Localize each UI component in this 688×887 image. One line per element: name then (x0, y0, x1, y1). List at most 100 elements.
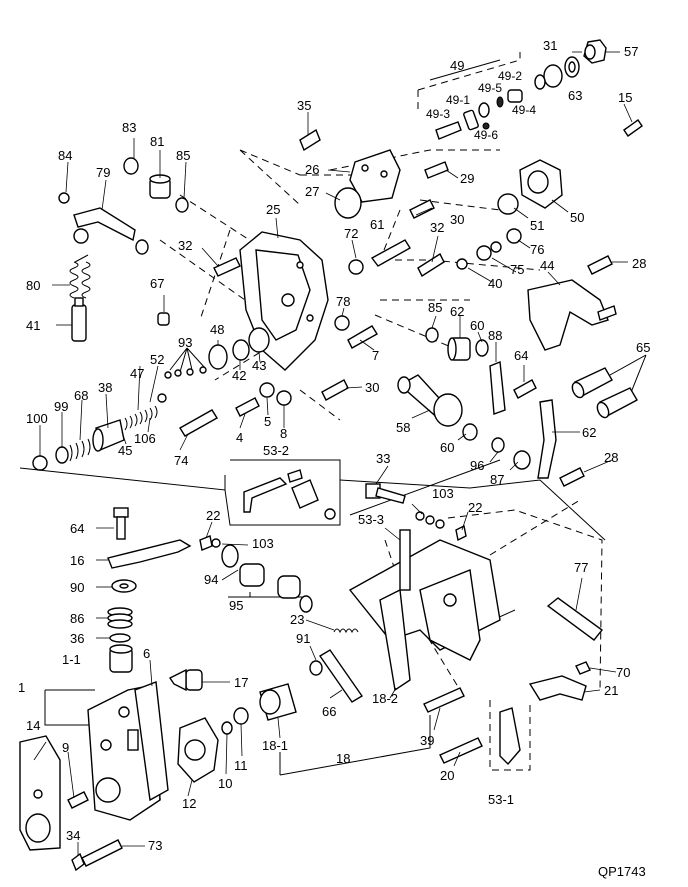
part-34-bolt (71, 852, 85, 872)
part-65-cylinders (571, 367, 638, 419)
part-32-bolt (213, 257, 241, 277)
callout-41: 41 (26, 318, 40, 333)
callout-18-1: 18-1 (262, 738, 288, 753)
part-73-bolt (81, 839, 123, 867)
part-42-bushing (232, 339, 250, 361)
callout-62-upper: 62 (450, 304, 464, 319)
part-12-cam (177, 717, 219, 783)
parts (19, 39, 643, 872)
callout-10: 10 (218, 776, 232, 791)
part-72-nut (348, 259, 364, 275)
callout-52: 52 (150, 352, 164, 367)
callout-77: 77 (574, 560, 588, 575)
part-51-oring (497, 193, 519, 215)
part-30-bolt-lower (321, 379, 349, 401)
part-15-bolt (623, 119, 643, 137)
part-94-95-bushings (221, 544, 313, 613)
part-78-bushing (334, 315, 350, 331)
part-62-lever (537, 399, 557, 479)
part-18-lever-assembly (348, 529, 501, 692)
part-44-bracket (527, 279, 617, 351)
callout-23: 23 (290, 612, 304, 627)
callout-30-lower: 30 (365, 380, 379, 395)
callout-68: 68 (74, 388, 88, 403)
part-93-balls (164, 366, 207, 379)
part-85-oring (175, 197, 189, 213)
callout-21: 21 (604, 683, 618, 698)
callout-78: 78 (336, 294, 350, 309)
part-62-bushing (447, 337, 471, 361)
callout-49: 49 (450, 58, 464, 73)
part-38-spring-assembly (32, 393, 167, 471)
part-7-bolt (347, 325, 378, 349)
callout-79: 79 (96, 165, 110, 180)
part-91-washer (309, 660, 323, 676)
part-87-washer (513, 450, 531, 470)
callout-34: 34 (66, 828, 80, 843)
callout-11: 11 (234, 758, 248, 773)
part-88-plate (489, 361, 506, 415)
part-35-bolt (299, 128, 321, 152)
part-28-bolt-upper (587, 255, 613, 275)
callout-20: 20 (440, 768, 454, 783)
callout-99: 99 (54, 399, 68, 414)
part-22-clip (199, 535, 213, 551)
part-77-pin (546, 597, 604, 641)
callout-1: 1 (18, 680, 25, 695)
callout-58: 58 (396, 420, 410, 435)
part-18-1-sleeve (259, 683, 297, 721)
callout-5: 5 (264, 414, 271, 429)
callout-84: 84 (58, 148, 72, 163)
callout-73: 73 (148, 838, 162, 853)
part-66-pin (318, 649, 364, 703)
part-79-shaft (73, 207, 149, 255)
callout-6: 6 (143, 646, 150, 661)
callout-49-1: 49-1 (446, 93, 470, 107)
callout-67: 67 (150, 276, 164, 291)
callout-26: 26 (305, 162, 319, 177)
part-83-cap (123, 157, 139, 175)
part-53-1-lever (499, 707, 521, 766)
callout-9: 9 (62, 740, 69, 755)
part-14-gasket (19, 735, 61, 851)
callout-28-upper: 28 (632, 256, 646, 271)
callout-64: 64 (514, 348, 528, 363)
callout-31: 31 (543, 38, 557, 53)
callout-14: 14 (26, 718, 40, 733)
callout-95: 95 (229, 598, 243, 613)
part-61-screw (370, 239, 411, 267)
callout-51: 51 (530, 218, 544, 233)
part-31-nut (543, 64, 563, 88)
callout-81: 81 (150, 134, 164, 149)
callout-labels: 57 31 63 49 49-2 49-5 49-1 49-4 49-3 49-… (18, 38, 650, 879)
callout-60-lower: 60 (440, 440, 454, 455)
part-32-bolt-right (417, 252, 445, 278)
callout-91: 91 (296, 631, 310, 646)
leader-lines (33, 51, 633, 856)
callout-60-upper: 60 (470, 318, 484, 333)
callout-18: 18 (336, 751, 350, 766)
part-5-nut (259, 382, 275, 398)
part-96-washer (491, 437, 505, 453)
part-86-spring (107, 607, 133, 629)
callout-47: 47 (130, 366, 144, 381)
callout-93: 93 (178, 335, 192, 350)
part-75-nut (476, 245, 492, 261)
callout-49-6: 49-6 (474, 128, 498, 142)
callout-100: 100 (26, 411, 48, 426)
callout-15: 15 (618, 90, 632, 105)
callout-17: 17 (234, 675, 248, 690)
callout-28-lower: 28 (604, 450, 618, 465)
part-64-bolt-lower (113, 507, 129, 540)
part-81-bushing (149, 174, 171, 199)
callout-62-lower: 62 (582, 425, 596, 440)
part-60-washer-lower (462, 423, 478, 441)
callout-22-right: 22 (468, 500, 482, 515)
callout-72: 72 (344, 226, 358, 241)
callout-65: 65 (636, 340, 650, 355)
callout-18-2: 18-2 (372, 691, 398, 706)
callout-38: 38 (98, 380, 112, 395)
part-85-oring-lower (425, 327, 439, 343)
part-76-nut (490, 241, 502, 253)
callout-87: 87 (490, 472, 504, 487)
